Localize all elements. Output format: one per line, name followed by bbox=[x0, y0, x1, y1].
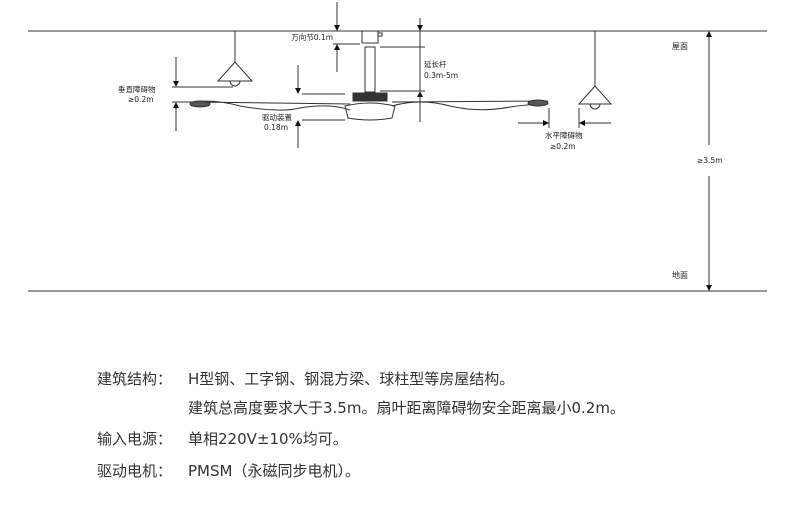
left-lamp-icon bbox=[216, 31, 254, 87]
horizontal-obstacle-value: ≥0.2m bbox=[550, 142, 576, 151]
height-label: ≥3.5m bbox=[697, 156, 723, 165]
ceiling-fan-icon bbox=[189, 30, 549, 121]
extension-rod-range: 0.3m-5m bbox=[424, 71, 458, 80]
installation-diagram: 万向节0.1m 延长杆 0.3m-5m 垂直障碍物 ≥0.2m 驱动装置 0.1… bbox=[28, 2, 767, 292]
spec-drive-motor: 驱动电机： PMSM（永磁同步电机）。 bbox=[97, 460, 360, 481]
spec-value: H型钢、工字钢、钢混方梁、球柱型等房屋结构。 bbox=[188, 370, 515, 388]
spec-key: 驱动电机： bbox=[97, 462, 173, 480]
spec-value: 单相220V±10%均可。 bbox=[188, 430, 348, 448]
vertical-obstacle-value: ≥0.2m bbox=[128, 95, 154, 104]
drive-unit-value: 0.18m bbox=[264, 123, 288, 132]
horizontal-obstacle-label: 水平障碍物 bbox=[545, 130, 583, 140]
spec-building-height: 建筑总高度要求大于3.5m。扇叶距离障碍物安全距离最小0.2m。 bbox=[188, 397, 625, 418]
spec-key: 输入电源： bbox=[97, 430, 173, 448]
ceiling-label: 屋面 bbox=[672, 42, 688, 51]
spec-value: 建筑总高度要求大于3.5m。扇叶距离障碍物安全距离最小0.2m。 bbox=[188, 399, 625, 417]
universal-joint-label: 万向节0.1m bbox=[291, 32, 333, 42]
spec-building-structure: 建筑结构： H型钢、工字钢、钢混方梁、球柱型等房屋结构。 bbox=[97, 368, 514, 389]
right-lamp-icon bbox=[577, 31, 613, 110]
floor-label: 地面 bbox=[672, 270, 688, 280]
vertical-obstacle-label: 垂直障碍物 bbox=[118, 84, 156, 94]
spec-power-input: 输入电源： 单相220V±10%均可。 bbox=[97, 428, 348, 449]
spec-value: PMSM（永磁同步电机）。 bbox=[188, 462, 360, 480]
drive-unit-label: 驱动装置 bbox=[262, 112, 292, 122]
spec-key: 建筑结构： bbox=[97, 370, 173, 388]
extension-rod-label: 延长杆 bbox=[424, 59, 447, 69]
